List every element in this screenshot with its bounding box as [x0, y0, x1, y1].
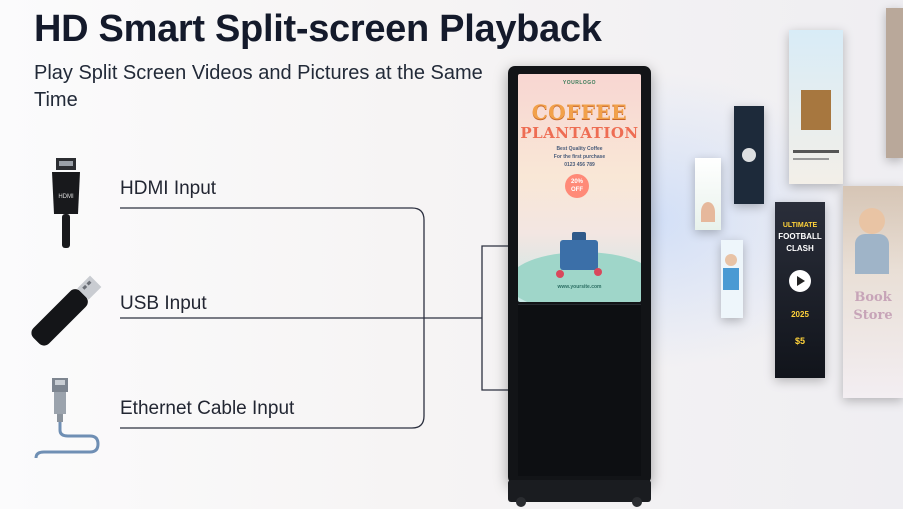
ethernet-cable-icon	[34, 378, 100, 459]
hdmi-input-label: HDMI Input	[120, 178, 217, 199]
kiosk-lower-panel	[518, 304, 641, 476]
football-line2: FOOTBALL	[778, 232, 822, 241]
kiosk-screen: YOURLOGO COFFEE PLANTATION Best Quality …	[518, 74, 641, 302]
coffee-machine-graphic	[560, 232, 598, 270]
discount-badge: 20% OFF	[565, 174, 589, 198]
football-line1: ULTIMATE	[782, 222, 818, 229]
content-card-doctor	[721, 240, 743, 318]
content-card-sports	[789, 30, 843, 184]
football-line3: CLASH	[786, 244, 814, 253]
screen-url: www.yoursite.com	[557, 284, 602, 290]
screen-headline-plantation: PLANTATION	[520, 124, 639, 142]
usb-input-label: USB Input	[120, 293, 207, 314]
wheel-icon	[516, 497, 526, 507]
kiosk-base	[508, 480, 651, 502]
play-button-icon	[789, 270, 811, 292]
discount-value: 20%	[570, 179, 583, 185]
screen-logo: YOURLOGO	[562, 80, 597, 86]
football-price: $5	[794, 336, 805, 346]
content-card-football: ULTIMATE FOOTBALL CLASH 2025 $5	[775, 202, 825, 378]
usb-stick-icon	[31, 275, 102, 346]
wheel-icon	[632, 497, 642, 507]
hdmi-plug-icon: HDMI	[52, 158, 80, 248]
screen-tagline: Best Quality Coffee	[556, 146, 603, 152]
digital-signage-kiosk: YOURLOGO COFFEE PLANTATION Best Quality …	[508, 66, 651, 484]
screen-phone: 0123 456 789	[564, 162, 595, 168]
screen-headline-coffee: COFFEE	[531, 100, 628, 124]
football-year: 2025	[791, 310, 809, 319]
screen-offer: For the first purchase	[553, 154, 606, 160]
content-card-small	[695, 158, 721, 230]
hdmi-plug-text: HDMI	[58, 194, 74, 200]
content-card-video	[734, 106, 764, 204]
book-line1: Book	[854, 290, 892, 305]
coffee-berry-icon	[594, 268, 602, 276]
book-line2: Store	[853, 308, 893, 323]
content-card-bookstore: Book Store	[843, 186, 903, 398]
content-card-edge	[886, 8, 903, 158]
ethernet-input-label: Ethernet Cable Input	[120, 398, 295, 419]
page-title: HD Smart Split-screen Playback	[34, 8, 602, 50]
discount-unit: OFF	[571, 187, 583, 193]
page-subtitle: Play Split Screen Videos and Pictures at…	[34, 62, 483, 111]
coffee-berry-icon	[556, 270, 564, 278]
